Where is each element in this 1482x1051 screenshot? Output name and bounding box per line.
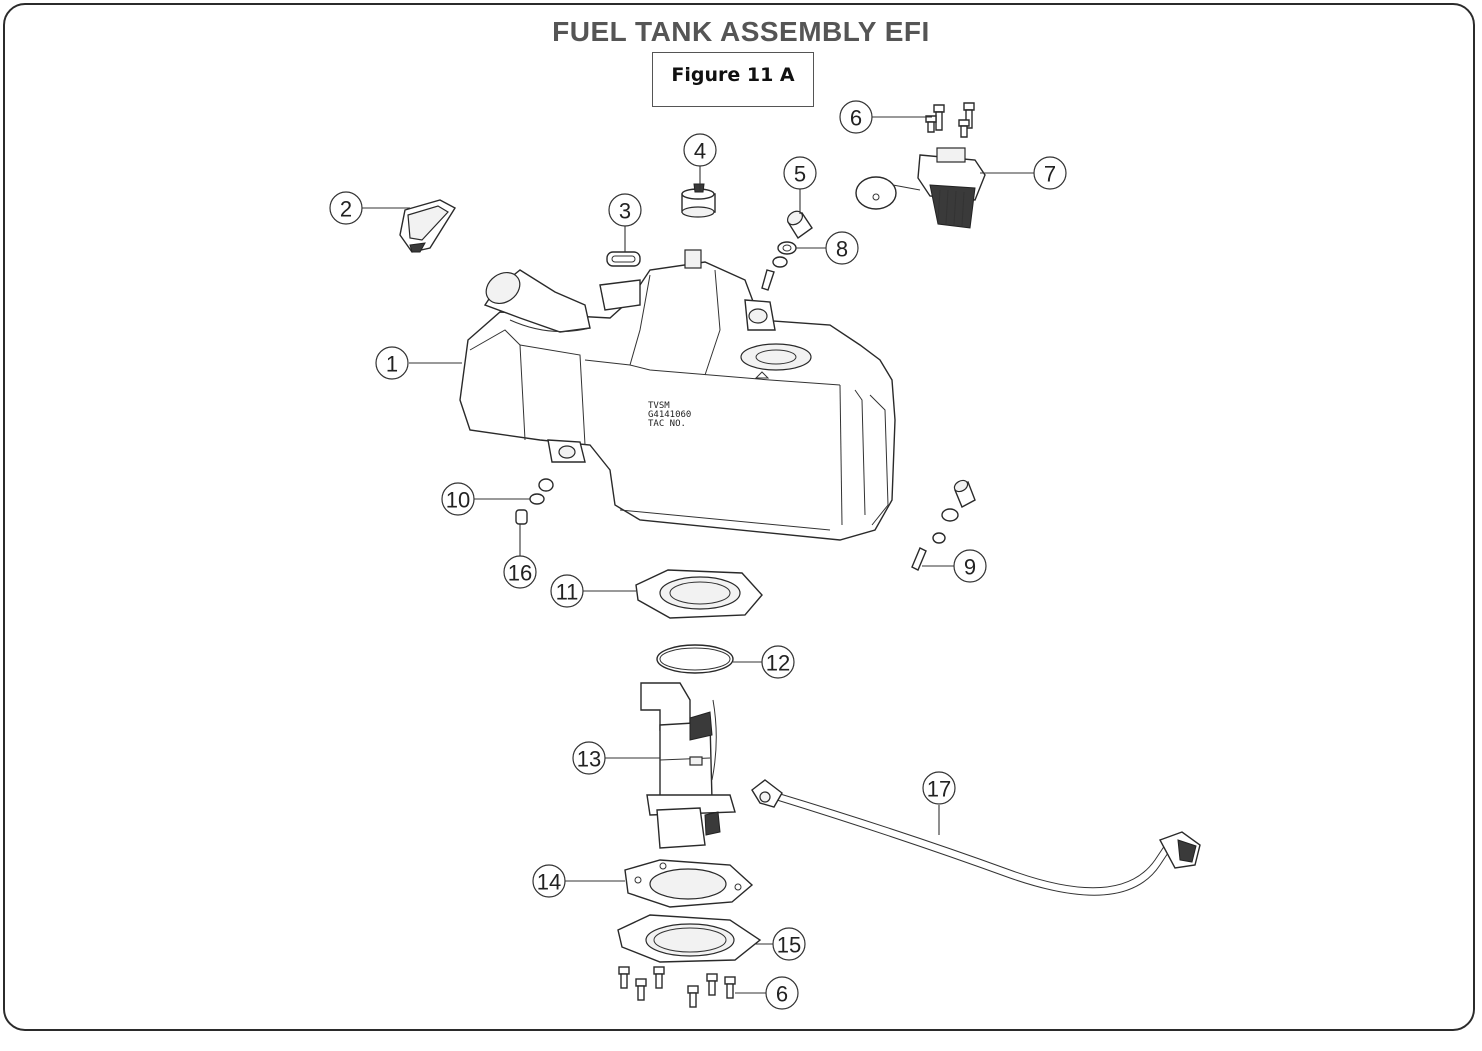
callout-17-label: 17	[927, 777, 951, 802]
callout-3-label: 3	[619, 199, 631, 224]
breather-cap-part-4	[681, 183, 716, 218]
spacer-sleeve-part-5	[786, 210, 813, 240]
bolt-part-16	[515, 509, 528, 525]
callout-6-top-label: 6	[850, 106, 862, 131]
callout-10: 10	[441, 482, 475, 516]
gasket-part-11	[635, 569, 763, 619]
callout-2: 2	[329, 191, 363, 225]
callout-6-top: 6	[839, 100, 873, 134]
callout-9-label: 9	[964, 555, 976, 580]
callout-7: 7	[1033, 156, 1067, 190]
callout-8: 8	[825, 231, 859, 265]
callout-4: 4	[683, 133, 717, 167]
callout-8-label: 8	[836, 237, 848, 262]
diagram-title: FUEL TANK ASSEMBLY EFI	[552, 16, 930, 47]
callout-1-label: 1	[386, 352, 398, 377]
callout-4-label: 4	[694, 139, 706, 164]
callout-5: 5	[783, 156, 817, 190]
callout-6-bottom: 6	[765, 976, 799, 1010]
figure-label: Figure 11 A	[671, 64, 795, 86]
callout-14: 14	[532, 864, 566, 898]
tank-marking-line-2: G4141060	[648, 410, 691, 420]
cover-part-2	[399, 199, 456, 253]
callout-13-label: 13	[577, 747, 601, 772]
fuel-hose-part-17	[751, 779, 1201, 896]
callout-16: 16	[503, 555, 537, 589]
lower-gasket-part-15	[617, 914, 762, 963]
callout-14-label: 14	[537, 870, 561, 895]
callout-1: 1	[375, 346, 409, 380]
callout-15: 15	[772, 927, 806, 961]
callout-12-label: 12	[766, 651, 790, 676]
callout-11-label: 11	[556, 580, 579, 605]
retaining-plate-part-14	[624, 859, 754, 908]
o-ring-part-12	[656, 644, 734, 674]
grommet-set-part-8	[761, 241, 797, 291]
mount-set-part-9	[911, 479, 976, 571]
leader-lines	[362, 116, 1034, 994]
fuel-tank-part-1: TVSM G4141060 TAC NO.	[459, 249, 896, 541]
fuel-level-sender-part-7	[855, 147, 986, 229]
callout-9: 9	[953, 549, 987, 583]
rubber-pad-part-3	[606, 251, 641, 267]
callout-6-bottom-label: 6	[776, 982, 788, 1007]
callout-7-label: 7	[1044, 162, 1056, 187]
tank-marking-line-1: TVSM	[648, 401, 670, 411]
callout-15-label: 15	[777, 933, 801, 958]
callout-3: 3	[608, 193, 642, 227]
figure-label-box: Figure 11 A	[652, 52, 814, 107]
callout-2-label: 2	[340, 197, 352, 222]
grommet-part-10	[529, 478, 554, 505]
callout-16-label: 16	[508, 561, 532, 586]
callout-17: 17	[922, 771, 956, 805]
diagram-frame	[3, 3, 1475, 1031]
bolts-part-6-top	[925, 102, 975, 138]
fuel-pump-part-13	[640, 682, 736, 849]
callout-5-label: 5	[794, 162, 806, 187]
tank-marking-line-3: TAC NO.	[648, 419, 686, 429]
bolts-part-6-bottom	[618, 966, 736, 1008]
callout-12: 12	[761, 645, 795, 679]
callout-13: 13	[572, 741, 606, 775]
callout-11: 11	[550, 574, 584, 608]
callout-10-label: 10	[446, 488, 470, 513]
